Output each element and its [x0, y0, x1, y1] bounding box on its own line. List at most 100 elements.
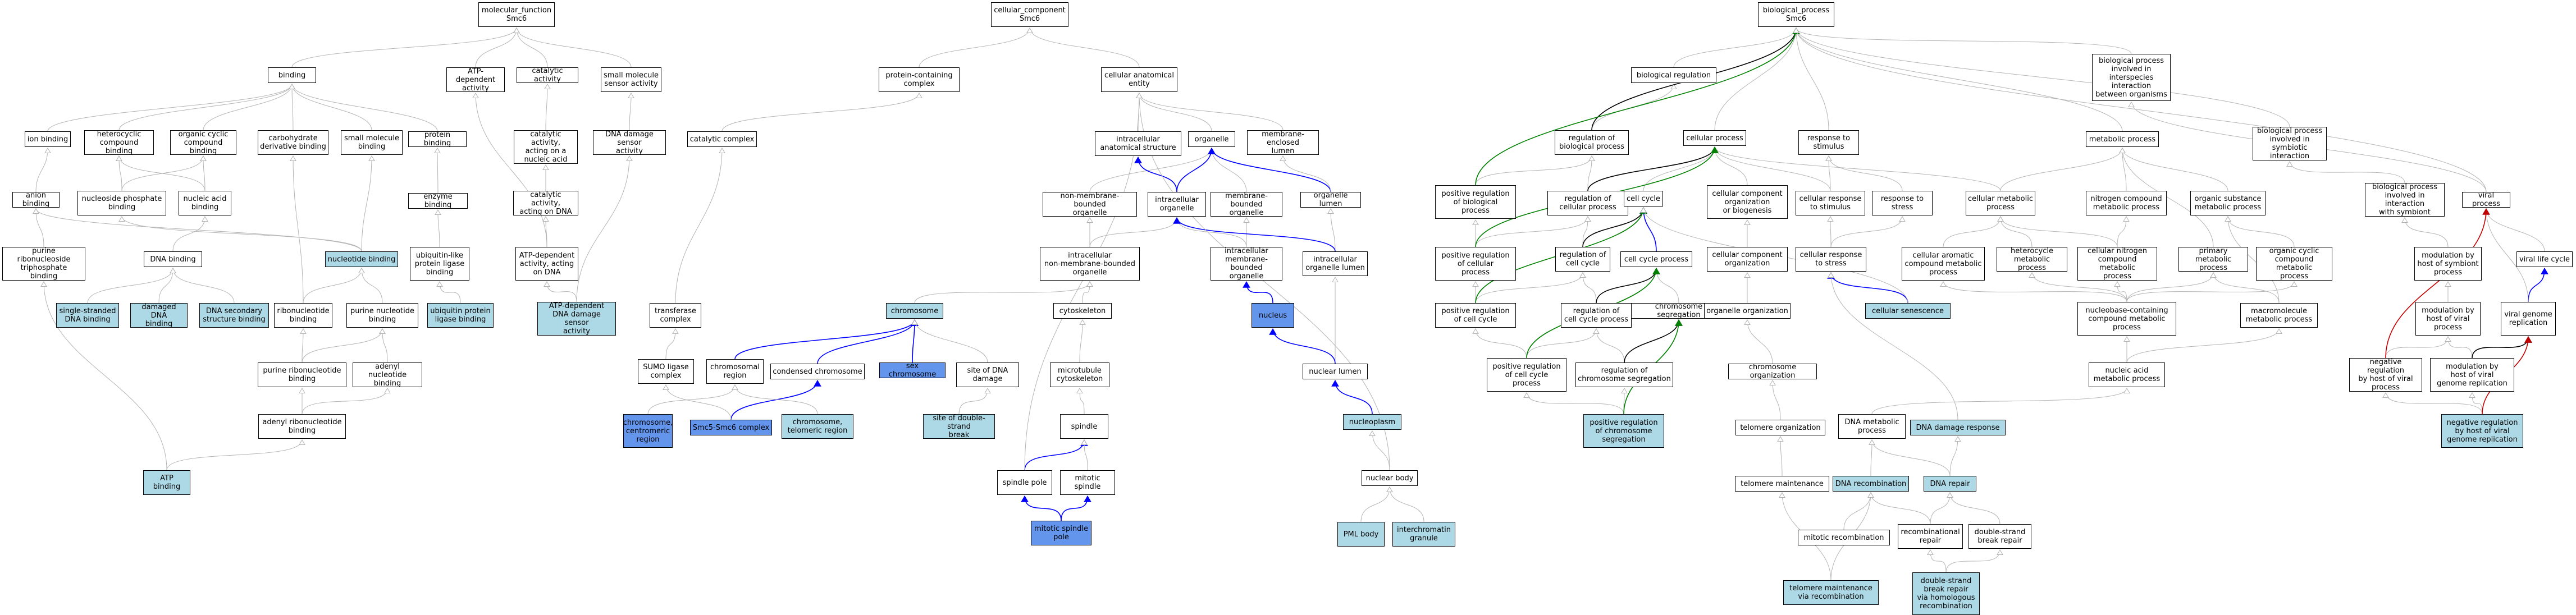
edge-negregviral-to-viral: [2385, 208, 2487, 359]
arrowhead-microcyto-to-cytosk: [1079, 319, 1086, 325]
arrowhead-atpsens-to-dnadmgsens: [626, 155, 633, 161]
edge-dnadmgsens-to-smsens: [629, 93, 632, 131]
go-node-intraorg: intracellular organelle: [1148, 192, 1206, 217]
arrowhead-cellnitro-to-nitromet: [2123, 216, 2130, 222]
arrowhead-posregcell-to-cellproc: [1711, 146, 1719, 153]
edge-cellrespstress-to-respstress: [1830, 216, 1903, 247]
edge-chromorg-to-orgorg: [1747, 319, 1773, 364]
arrowhead-dnarepair-to-dnamet: [1869, 439, 1875, 445]
go-node-dsbrepair: double-strand break repair: [1968, 524, 2031, 549]
arrowhead-nucbase-to-cellnitro: [2114, 281, 2121, 287]
edge-dsbhomol-to-dsbrepair: [1945, 549, 2000, 573]
edge-viralgen-to-viral: [2486, 208, 2529, 302]
go-node-dsbhomol: double-strand break repair via homologou…: [1912, 572, 1980, 615]
edge-cellresp-to-cellproc: [1714, 146, 1831, 191]
edge-dnarecomb-to-dnamet: [1870, 439, 1872, 476]
edge-regcellproc-to-cellproc: [1587, 146, 1715, 191]
edge-posregcc-to-regcc: [1475, 272, 1583, 304]
edge-orglumen-to-membencl: [1282, 155, 1331, 192]
edge-dsbhomol-to-recombrep: [1930, 549, 1947, 573]
go-node-intranonmemb: intracellular non-membrane-bounded organ…: [1040, 247, 1140, 281]
edge-protcomp-to-cc: [919, 27, 1030, 68]
edge-cellcycle-to-cellproc: [1643, 146, 1715, 191]
arrowhead-posregccproc-to-ccproc: [1652, 268, 1660, 274]
go-node-primary: primary metabolic process: [2178, 247, 2248, 272]
go-node-catact: catalytic activity: [517, 67, 578, 84]
edge-posregccproc-to-posregcc: [1475, 328, 1527, 359]
edge-nitromet-to-metab: [2122, 148, 2127, 191]
edge-dnab-to-nab: [172, 216, 205, 252]
arrowhead-viralgen-to-virallife: [2541, 268, 2548, 274]
go-node-macromol: macromolecule metabolic process: [2240, 303, 2318, 328]
arrowhead-atpb-to-adenylribo: [299, 439, 305, 445]
edge-nucbody-to-nucleoplasm: [1372, 430, 1390, 471]
edge-purnuc-to-nucleotideb: [361, 268, 383, 304]
edge-bpsymb-to-bpsym: [2289, 161, 2405, 183]
edge-regcc-to-cellcycle: [1582, 207, 1644, 247]
arrowhead-telmaintrec-to-dnarecomb: [1867, 492, 1874, 498]
edge-nonmemb-to-organelle: [1089, 148, 1212, 192]
go-node-nucphosb: nucleoside phosphate binding: [77, 191, 166, 215]
edge-nuclumen-to-nucleus: [1272, 328, 1336, 364]
edge-membb-to-organelle: [1211, 148, 1247, 192]
edge-recombrep-to-dnarecomb: [1870, 492, 1931, 525]
go-node-bpsym: biological process involved in symbiotic…: [2253, 127, 2327, 160]
go-node-nab: nucleic acid binding: [179, 191, 231, 215]
arrowhead-nab-to-hetb: [116, 155, 122, 161]
go-node-viralgen: viral genome replication: [2501, 302, 2556, 336]
go-node-negregviral: negative regulation by host of viral pro…: [2349, 358, 2422, 392]
arrowhead-nab-to-orgcyc: [200, 155, 207, 161]
edge-transf-to-catcomp: [675, 148, 723, 304]
arrowhead-spindle-to-microcyto: [1076, 388, 1083, 393]
go-node-hetb: heterocyclic compound binding: [84, 130, 154, 155]
arrowhead-nucbase-to-aromatic: [1940, 281, 1947, 287]
edge-regccproc-to-regcc: [1582, 272, 1597, 304]
go-node-metab: metabolic process: [2086, 131, 2159, 147]
arrowhead-intraorglumen-to-orglumen: [1327, 208, 1334, 214]
go-node-ionb: ion binding: [25, 131, 71, 147]
edge-dnasec-to-dnab: [172, 268, 235, 304]
arrowhead-ribonuc-to-carbo: [290, 155, 296, 161]
arrowhead-viral-to-bpinter: [2128, 102, 2135, 107]
go-node-microcyto: microtubule cytoskeleton: [1050, 362, 1109, 387]
edge-mitpole-to-mitspindle: [1061, 495, 1088, 521]
edge-intraorg-to-organelle: [1176, 148, 1212, 192]
arrowhead-adenylribo-to-adenyl: [384, 388, 391, 393]
edge-cellmet-to-metab: [2000, 148, 2123, 191]
arrowhead-dnasec-to-dnab: [170, 268, 176, 273]
go-node-ubiqlike: ubiquitin-like protein ligase binding: [410, 247, 469, 281]
edge-atpsens-to-dnadmgsens: [576, 155, 630, 302]
go-node-orgcycmet: organic cyclic compound metabolic proces…: [2256, 247, 2332, 281]
edge-nucleus-to-intramembb: [1246, 281, 1273, 304]
arrowhead-bpsymb-to-bpsym: [2286, 161, 2293, 167]
go-node-chromosome: chromosome: [886, 303, 943, 319]
arrowhead-telmaint-to-telorg: [1777, 436, 1784, 442]
edge-cellnitro-to-cellmet: [2000, 216, 2118, 247]
edge-nucleotideb-to-nucphosb: [121, 216, 362, 252]
go-node-sexchrom: sex chromosome: [879, 362, 946, 379]
go-node-spindle: spindle: [1060, 414, 1108, 439]
arrowhead-modviralgen-to-modviral: [2445, 336, 2451, 342]
edge-nucbase-to-heterocyc: [2031, 272, 2127, 302]
arrowhead-smsens-to-mf: [513, 27, 520, 33]
edge-hetb-to-binding: [118, 84, 293, 131]
edge-carbo-to-binding: [291, 84, 294, 131]
graph-edges: [33, 27, 2548, 581]
go-node-dnab: DNA binding: [144, 251, 202, 267]
go-node-purtri: purine ribonucleoside triphosphate bindi…: [2, 247, 85, 281]
edge-adenyl-to-purnuc: [382, 328, 388, 363]
go-node-orgorg: organelle organization: [1704, 303, 1791, 319]
edge-posregbp-to-regbp: [1475, 155, 1592, 186]
go-node-ubiqprot: ubiquitin protein ligase binding: [427, 303, 494, 328]
arrowhead-mitpole-to-mitspindle: [1084, 495, 1091, 502]
go-node-dnarecomb: DNA recombination: [1833, 476, 1909, 492]
arrowhead-posregchromseg-to-regchromseg: [1621, 388, 1628, 393]
arrowhead-orglumen-to-membencl: [1280, 155, 1286, 161]
go-node-organelle: organelle: [1188, 131, 1235, 147]
go-node-purribo: purine ribonucleotide binding: [258, 362, 346, 387]
arrowhead-nucleotideb-to-nucphosb: [118, 216, 125, 222]
edge-chromreg-to-chromosome: [734, 319, 915, 360]
edge-metab-to-bp: [1796, 27, 2123, 132]
arrowhead-nucbase-to-heterocyc: [2029, 272, 2035, 278]
go-node-smsens: small molecule sensor activity: [601, 67, 661, 92]
